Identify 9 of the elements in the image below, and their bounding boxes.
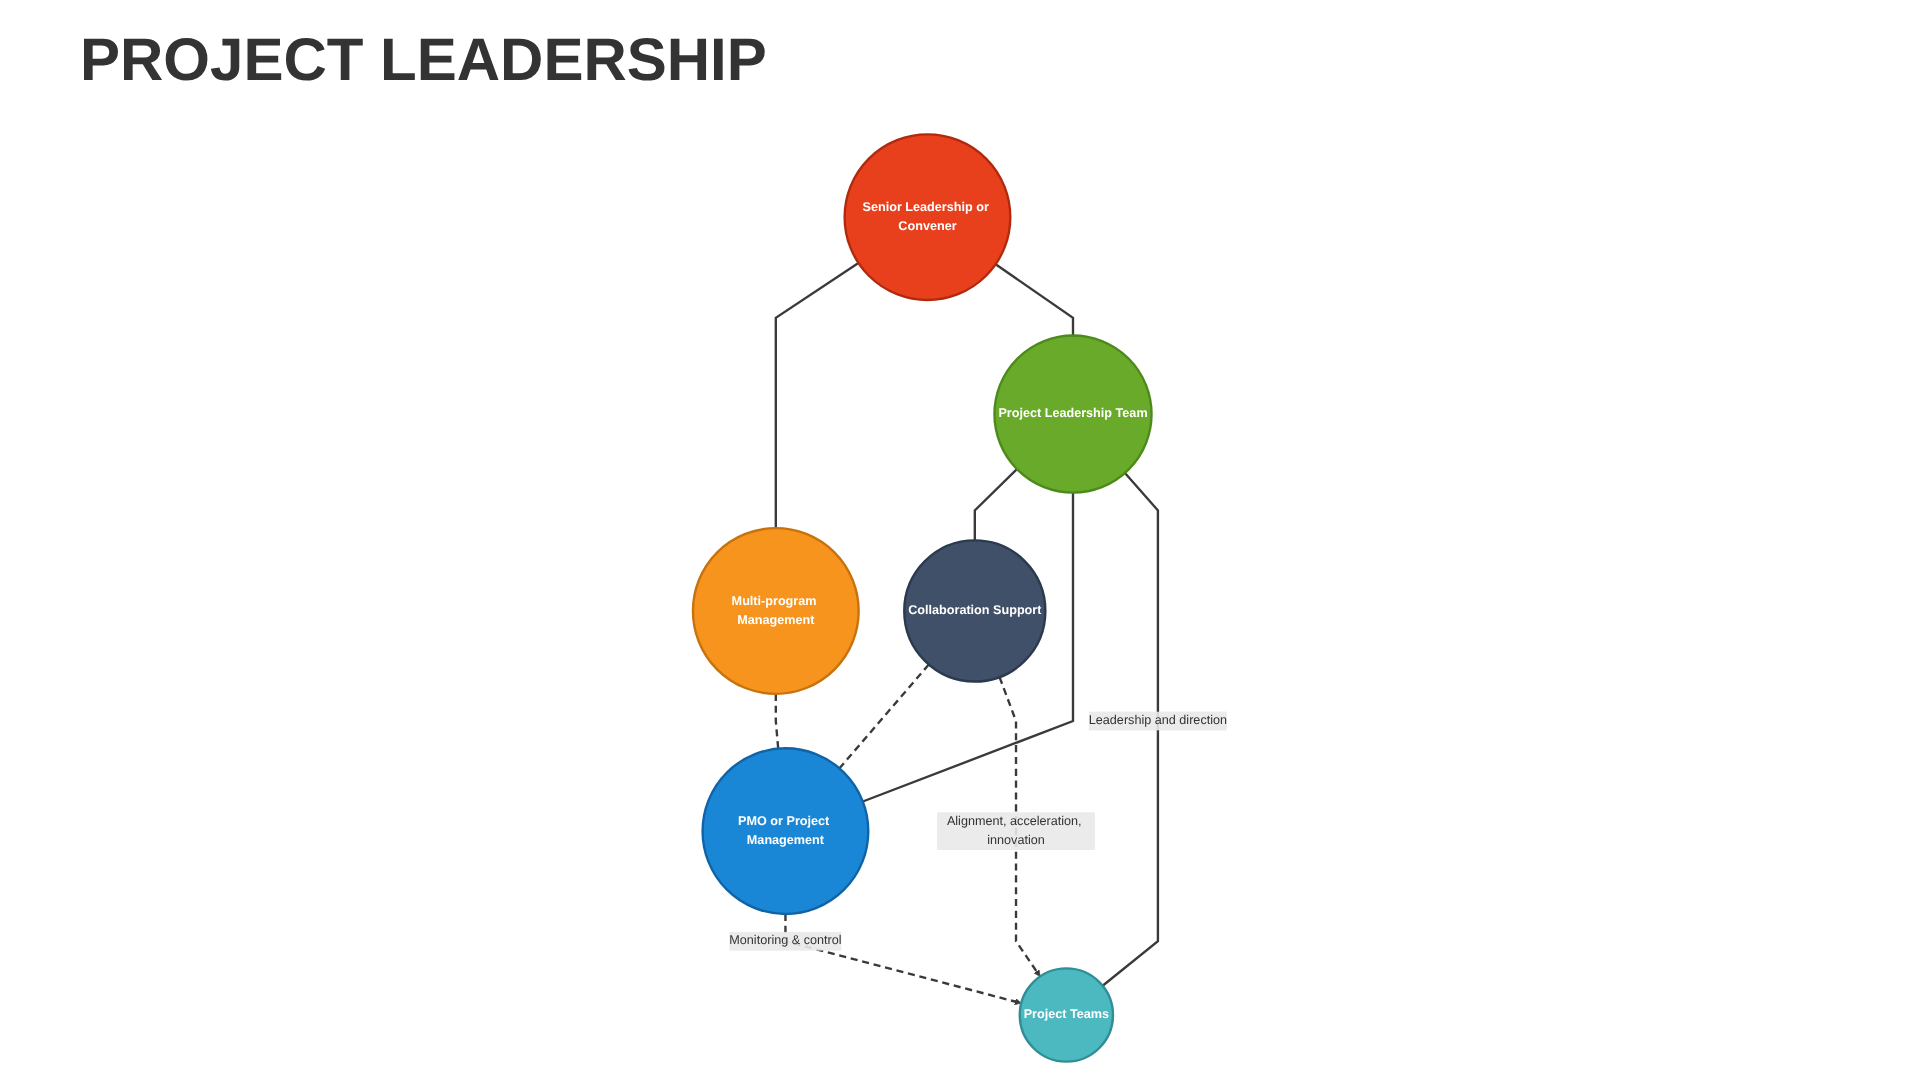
slide-title: PROJECT LEADERSHIP (80, 28, 767, 96)
connector (973, 468, 1018, 541)
connector (862, 492, 1075, 803)
connector (838, 663, 930, 770)
connector (994, 263, 1075, 336)
arrow (998, 676, 1041, 977)
connector (1101, 472, 1160, 987)
connector (774, 693, 780, 749)
connector (774, 261, 860, 529)
